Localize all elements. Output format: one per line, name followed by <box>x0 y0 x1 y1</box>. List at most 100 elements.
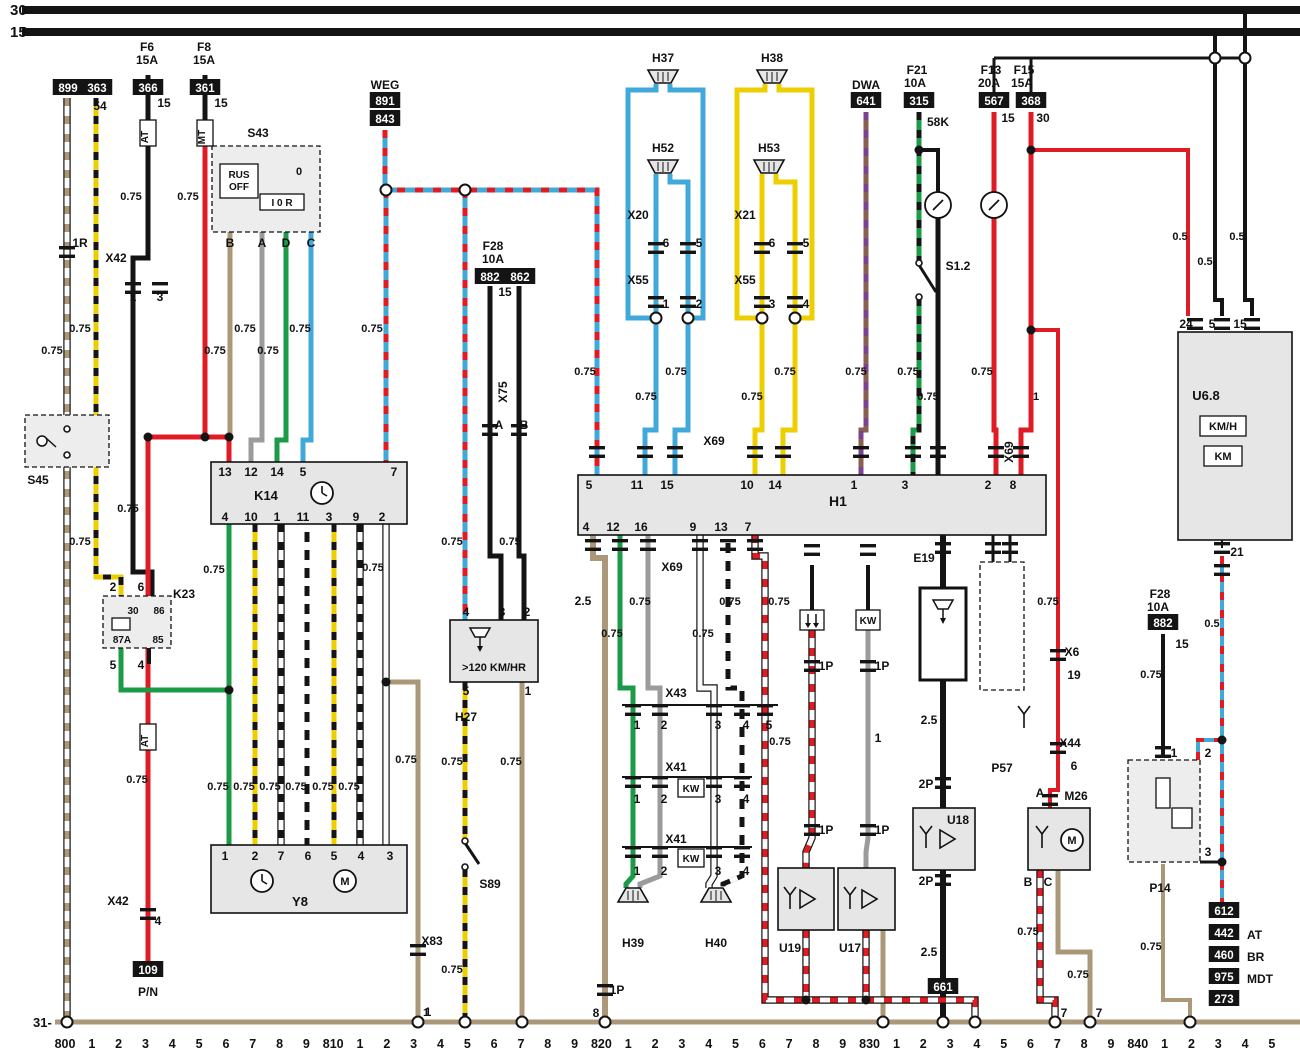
scale-number-27: 7 <box>786 1037 793 1051</box>
label-f21: F21 <box>907 63 928 77</box>
label-5: 5 <box>300 465 307 479</box>
label-f6: F6 <box>140 40 154 54</box>
connector-pin <box>625 776 641 788</box>
switch-contact <box>915 293 923 301</box>
label-c: C <box>1044 875 1053 889</box>
u18-box <box>912 807 976 871</box>
wire-wWEG <box>382 130 600 475</box>
connector-pin <box>1214 318 1230 330</box>
label-mt: MT <box>197 130 208 144</box>
scale-number-23: 3 <box>678 1037 685 1051</box>
junction-circle <box>1048 1015 1062 1029</box>
label-15: 15 <box>214 96 228 110</box>
connector-pin <box>720 539 736 551</box>
wire-w-red-toph <box>1031 148 1190 316</box>
junction-circle <box>598 1015 612 1029</box>
wire-number-361: 361 <box>189 79 221 95</box>
svg-text:109: 109 <box>138 965 157 977</box>
label-x42: X42 <box>107 894 129 908</box>
wire-number-975: 975 <box>1208 968 1240 984</box>
label-87a: 87A <box>113 635 131 646</box>
kw2-box <box>677 848 705 868</box>
scale-number-38: 8 <box>1081 1037 1088 1051</box>
svg-text:315: 315 <box>909 96 929 108</box>
label-4: 4 <box>743 792 750 806</box>
label-3: 3 <box>387 849 394 863</box>
wire-w-f15 <box>1018 112 1034 475</box>
label-2.5: 2.5 <box>921 713 938 727</box>
scale-number-26: 6 <box>759 1037 766 1051</box>
scale-number-25: 5 <box>732 1037 739 1051</box>
label-x83: X83 <box>421 934 443 948</box>
label-h37: H37 <box>652 51 674 65</box>
gauge-icon <box>924 191 952 219</box>
scale-number-33: 3 <box>947 1037 954 1051</box>
scale-number-17: 7 <box>517 1037 524 1051</box>
wire-w-h37-r <box>667 84 706 321</box>
connector-pin <box>706 776 722 788</box>
connector-pin <box>754 242 770 254</box>
label-1: 1 <box>423 1007 429 1019</box>
junction-circle <box>755 311 769 325</box>
label-0.75: 0.75 <box>395 754 416 766</box>
junction-circle <box>411 1015 425 1029</box>
label-2: 2 <box>661 718 668 732</box>
wire-w-k23-5 <box>118 648 229 693</box>
s43-rus-box <box>219 163 259 199</box>
label-kw: KW <box>683 784 700 795</box>
label-14: 14 <box>768 478 782 492</box>
connector-pin <box>734 704 750 716</box>
wire-w-h1-12 <box>617 535 636 888</box>
label-0.75: 0.75 <box>774 366 795 378</box>
connector-pin <box>734 776 750 788</box>
label-mdt: MDT <box>1247 972 1274 986</box>
label-x69: X69 <box>661 560 683 574</box>
wire-wF28-a <box>487 286 504 620</box>
label-p14: P14 <box>1149 881 1171 895</box>
label-0.75: 0.75 <box>362 562 383 574</box>
scale-number-32: 2 <box>920 1037 927 1051</box>
junction-circle <box>1238 51 1252 65</box>
label-0.75: 0.75 <box>768 596 789 608</box>
label-dwa: DWA <box>852 78 880 92</box>
label-0.75: 0.75 <box>1037 596 1058 608</box>
wire-w-h52-l <box>642 174 659 475</box>
label-x69: X69 <box>1002 441 1016 463</box>
svg-text:M: M <box>340 876 349 888</box>
label-4: 4 <box>743 864 750 878</box>
wire-number-862: 862 <box>504 268 536 284</box>
wire-w-b30-down <box>1243 58 1254 316</box>
scale-number-1: 1 <box>88 1037 95 1051</box>
label-0.75: 0.75 <box>233 781 254 793</box>
label-2.5: 2.5 <box>575 594 592 608</box>
wire-number-363: 363 <box>81 79 113 95</box>
junction-dot <box>801 995 811 1005</box>
label-0.75: 0.75 <box>234 323 255 335</box>
wire-w-h37-l <box>625 84 659 321</box>
label-58k: 58K <box>927 115 949 129</box>
connector-pin <box>1002 542 1018 554</box>
label-1: 1 <box>222 849 229 863</box>
wire-sw-s89 <box>463 842 481 865</box>
label-11: 11 <box>631 478 644 492</box>
label-4: 4 <box>155 914 162 928</box>
label-br: BR <box>1247 950 1265 964</box>
label-6: 6 <box>663 236 670 250</box>
label-7: 7 <box>745 520 752 534</box>
label-f8: F8 <box>197 40 211 54</box>
wire-number-273: 273 <box>1208 990 1240 1006</box>
antenna-icon <box>1035 825 1049 848</box>
svg-text:567: 567 <box>984 96 1003 108</box>
label-4: 4 <box>138 658 145 672</box>
label-9: 9 <box>690 520 697 534</box>
y8-box <box>210 844 408 914</box>
connector-pin <box>1214 542 1230 554</box>
fuse-mt-box <box>196 119 214 147</box>
connector-pin <box>1214 564 1230 576</box>
label-15a: 15A <box>1011 76 1033 90</box>
connector-pin <box>787 242 803 254</box>
antenna-icon <box>1017 705 1031 728</box>
label-15: 15 <box>157 96 171 110</box>
wire-wF28-b <box>516 286 527 620</box>
label-0.75: 0.75 <box>312 781 333 793</box>
